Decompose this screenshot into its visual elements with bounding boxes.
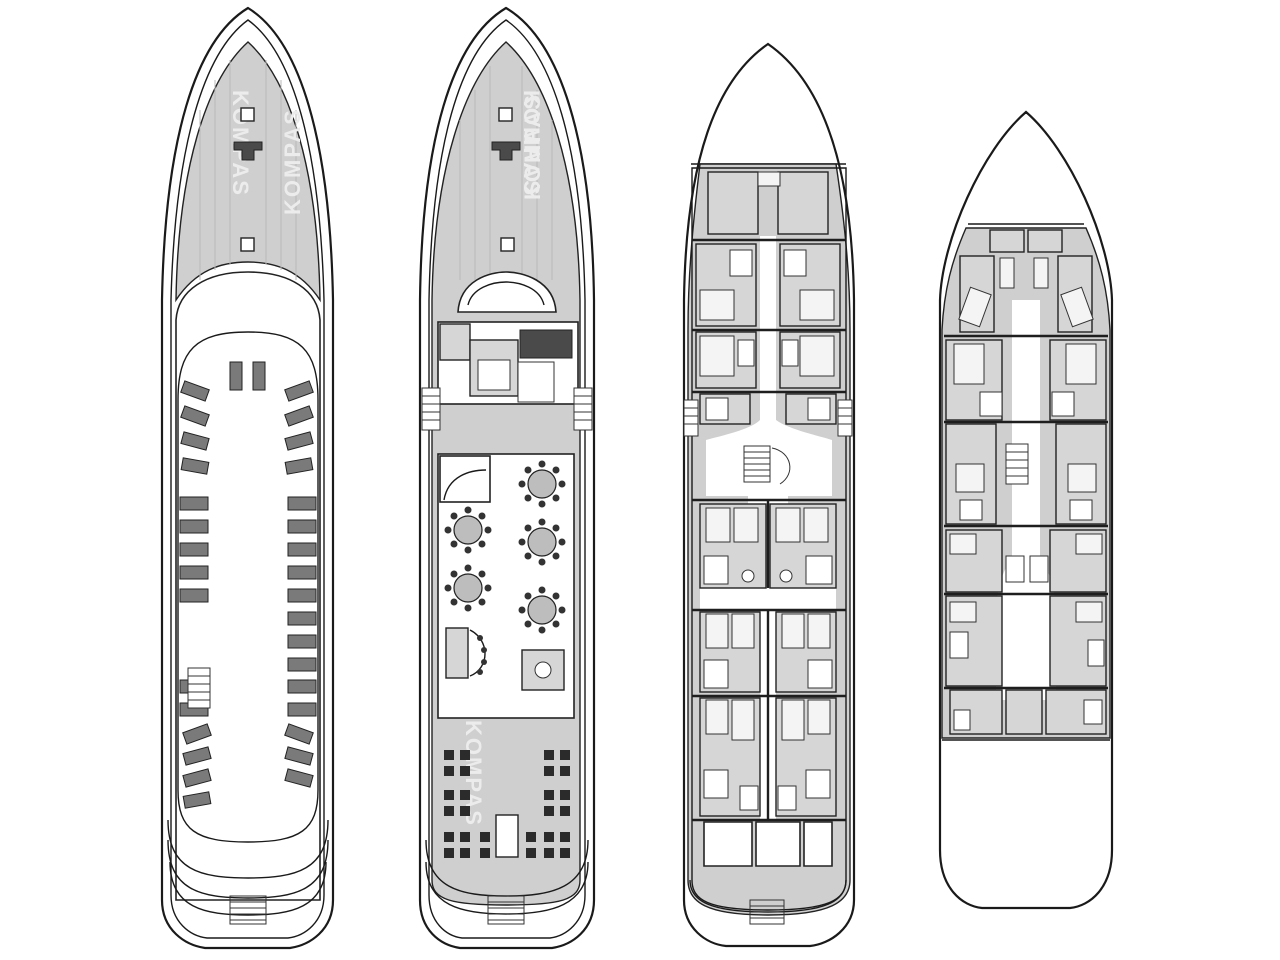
main-deck-plan: KOMPAS KOMPAS KOMPAS xyxy=(418,6,596,950)
sun-deck-lounge-area xyxy=(175,271,321,901)
lower-deck-cabins xyxy=(695,171,841,425)
cabin-deck-plan xyxy=(938,110,1114,910)
dining-tables xyxy=(453,469,557,625)
sun-deck-plan: KOMPAS KOMPAS xyxy=(160,6,335,950)
cabin-deck-corridor xyxy=(996,300,1056,700)
lower-deck-staircase xyxy=(743,445,791,485)
main-deck-logo-2: KOMPAS xyxy=(519,90,544,197)
aft-deck-seating xyxy=(444,750,570,858)
sun-deck-oval xyxy=(177,331,319,843)
sun-loungers xyxy=(179,361,317,809)
sun-deck-stern-stairs xyxy=(229,895,267,925)
sun-deck-foredeck xyxy=(175,41,321,303)
anchor-winch-icon xyxy=(491,141,521,161)
lower-deck-plan xyxy=(682,42,856,948)
cabin-deck-cabins xyxy=(945,229,1107,735)
bar-counter xyxy=(445,627,469,679)
lower-deck-walls xyxy=(692,238,846,822)
cabin-deck-staircase xyxy=(1005,443,1029,485)
sun-deck-logo-1: KOMPAS xyxy=(280,108,305,215)
wheelhouse xyxy=(457,271,557,313)
winch-icon xyxy=(233,141,263,161)
main-deck-logo-1: KOMPAS xyxy=(520,93,545,200)
lower-deck-corridor xyxy=(706,236,832,496)
